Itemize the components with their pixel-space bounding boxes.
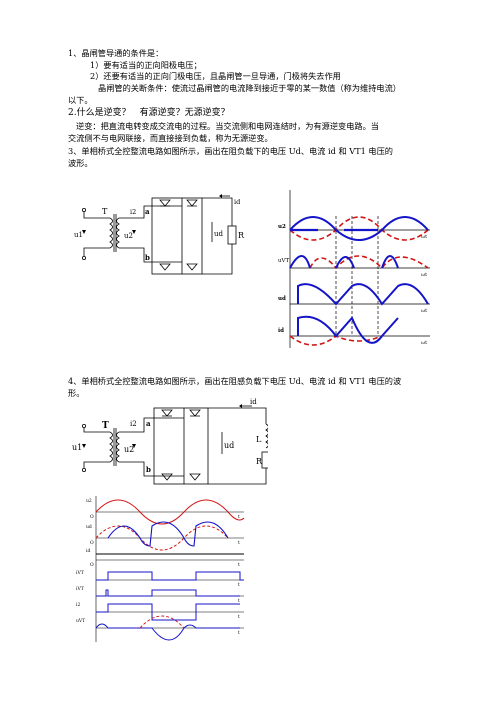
label-id-2: id: [250, 398, 257, 406]
wave1-axis-1: ωt: [421, 234, 427, 240]
q2-line-2: 交流侧不与电网联接，而直接接到负载，称为无源逆变。: [68, 133, 273, 143]
wave2-axis-3: t: [238, 562, 240, 568]
label-transformer-2: T: [102, 421, 109, 431]
q4-line-1: 4、单相桥式全控整流电路如图所示，画出在阻感负载下电压 Ud、电流 id 和 V…: [68, 376, 402, 386]
circuit-diagram-inductive: T u1 u2 i2 a b id ud L R: [72, 398, 268, 485]
wave1-label-id: id: [278, 328, 284, 334]
wave2-label-u2: u2: [86, 498, 92, 504]
wave2-label-uvt: uVT: [76, 618, 85, 624]
wave2-label-ivt2: iVT: [76, 586, 84, 592]
waveform-resistive: u2 uVT ud id ωt ωt ωt ωt: [278, 190, 430, 348]
wave2-axis-1: t: [238, 514, 240, 520]
label-ud-2: ud: [224, 441, 234, 450]
label-u1-2: u1: [72, 443, 82, 452]
wave2-origin-2: O: [90, 540, 94, 546]
label-node-a: a: [145, 207, 150, 216]
wave2-axis-5: t: [238, 598, 240, 604]
wave1-axis-4: ωt: [421, 340, 427, 346]
q1-off-condition-cont: 以下。: [68, 95, 93, 105]
label-L: L: [256, 435, 262, 444]
label-ud: ud: [214, 230, 224, 238]
label-transformer: T: [102, 207, 108, 216]
q2-line-1: 逆变：把直流电转变成交流电的过程。当交流侧和电网连结时，为有源逆变电路。当: [76, 121, 379, 131]
q3-line-2: 波形。: [68, 158, 93, 168]
label-node-b: b: [145, 253, 150, 262]
label-u2: u2: [124, 232, 133, 240]
q1-title: 1、晶闸管导通的条件是：: [68, 48, 164, 58]
label-i2: i2: [130, 208, 136, 216]
label-R: R: [238, 231, 245, 240]
label-u1: u1: [74, 231, 83, 239]
circuit-diagram-resistive: T u1 u2 i2 a b id ud R: [74, 194, 245, 275]
wave1-label-u2: u2: [278, 224, 286, 230]
wave2-axis-6: t: [238, 614, 240, 620]
label-u2-2: u2: [124, 445, 134, 454]
wave1-axis-2: ωt: [421, 272, 427, 278]
wave2-axis-7: t: [238, 630, 240, 636]
wave2-label-ud: ud: [86, 524, 92, 530]
q1-item-1: 1）要有适当的正向阳极电压；: [90, 60, 202, 70]
q3-line-1: 3、单相桥式全控整流电路如图所示，画出在阻负载下的电压 Ud、电流 id 和 V…: [68, 146, 393, 156]
q1-off-condition: 晶闸管的关断条件：使流过晶闸管的电流降到接近于零的某一数值（称为维持电流）: [98, 83, 401, 93]
q4-line-2: 形。: [68, 388, 85, 398]
wave1-axis-3: ωt: [421, 308, 427, 314]
label-i2-2: i2: [130, 420, 137, 428]
label-node-a-2: a: [146, 419, 151, 428]
label-id: id: [234, 198, 240, 206]
q1-item-2: 2）还要有适当的正向门极电压，且晶闸管一旦导通，门极将失去作用: [90, 71, 341, 81]
wave2-axis-4: t: [238, 582, 240, 588]
wave1-label-ud: ud: [278, 296, 286, 302]
q2-title: 2.什么是逆变？ 有源逆变？无源逆变？: [68, 108, 230, 118]
wave2-label-ivt1: iVT: [76, 570, 84, 576]
wave1-label-uvt: uVT: [278, 258, 290, 264]
wave2-origin-3: O: [90, 562, 94, 568]
wave2-axis-2: t: [238, 540, 240, 546]
wave2-origin-1: O: [90, 514, 94, 520]
wave2-label-i2: i2: [76, 602, 80, 608]
label-node-b-2: b: [146, 465, 151, 474]
wave2-label-id: id: [86, 548, 90, 554]
waveform-inductive: u2 ud id iVT iVT i2 uVT t t t t t t t O …: [76, 496, 245, 642]
label-R-2: R: [256, 457, 263, 466]
